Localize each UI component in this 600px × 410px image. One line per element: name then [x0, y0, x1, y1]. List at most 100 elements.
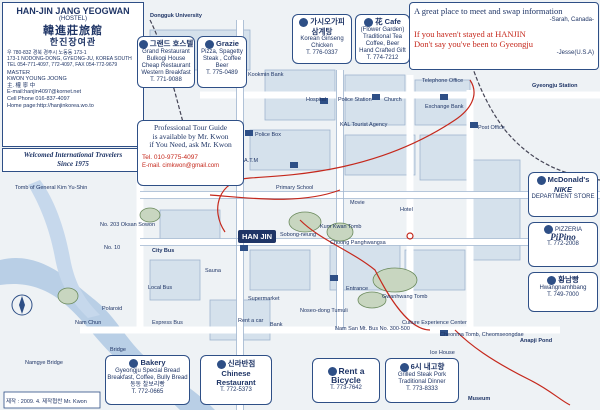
ad-samgye-line-1: Korean Ginseng [300, 35, 344, 42]
email: E-mail:hanjin4097@kornet.net [7, 89, 82, 96]
number-7-icon [547, 275, 557, 285]
ad-bicycle-title: Rent a Bicycle [331, 366, 365, 386]
testimonial-2a: If you haven't stayed at HANJIN [414, 29, 526, 39]
phone-fax: TEL 054-771-4097, 772-4097, FAX 054-772-… [7, 61, 118, 68]
label-kumkwan: Kum Kwan Tomb [320, 224, 362, 230]
ad-bakery-phone: T. 772-0665 [131, 389, 164, 396]
label-no-10: No. 10 [104, 245, 121, 251]
testimonial-2-author: -Jesse(U.S.A) [556, 50, 594, 56]
ad-bakery-line-2: Breakfast, Coffee, Bully Bread [107, 374, 188, 381]
label-museum: Museum [468, 396, 491, 402]
ad-grazie-line-3: Beer [215, 62, 229, 69]
label-bank: Bank [270, 322, 283, 328]
hostel-name: HAN-JIN JANG YEOGWAN [16, 6, 130, 16]
welcome-banner: Welcomed International Travelers Since 1… [2, 148, 144, 172]
label-gwanhwang: Gwanhwang Tomb [382, 294, 428, 300]
label-local-bus: Local Bus [148, 285, 173, 291]
guide-phone: Tel. 010-9775-4097 [142, 153, 199, 161]
label-gyeongju-station: Gyeongju Station [532, 83, 578, 89]
label-tomb-general: Tomb of General Kim Yu-Shin [15, 185, 88, 191]
ad-samgye-title-2: 삼계탕 [311, 26, 333, 36]
label-exchange: Exchange Bank [425, 104, 464, 110]
ad-grande-line-3: Cheap Restaurant [141, 62, 191, 69]
ad-naego-title: 6시 내고향 [410, 362, 445, 371]
ad-cafe-sub: (Flower Garden) [360, 26, 405, 33]
label-nam-chun: Nam Chun [75, 320, 102, 326]
label-supermarket: Supermarket [248, 296, 280, 302]
label-post: Post Office [478, 125, 505, 131]
guide-line-2: is available by Mr. Kwon [152, 131, 229, 141]
ad-sinla-line-2: Restaurant [216, 377, 256, 387]
welcome-line-2: Since 1975 [57, 160, 89, 168]
testimonial-2b: Don't say you've been to Gyeongju [414, 39, 533, 49]
ad-hwangnam: 황남빵 Hwangnamhbang T. 749-7000 [528, 272, 598, 312]
ad-mcd-title: McDonald's [547, 175, 590, 184]
label-namgye: Namgye Bridge [25, 360, 63, 366]
address-korean: 우 780-832 경북 경주시 노동동 173-1 [7, 49, 87, 56]
ad-rent-bicycle: Rent a Bicycle T. 773-7642 [312, 358, 380, 403]
ad-sinla-phone: T. 772-5373 [220, 386, 252, 393]
ad-bakery-title: Bakery [140, 358, 166, 367]
ad-samgye-title: 가시오가피 [310, 17, 345, 26]
ad-mcd-nike: NIKE [554, 184, 572, 194]
label-kal: KAL Tourist Agency [340, 122, 388, 128]
label-icehouse: Ice House [430, 350, 455, 356]
ad-grande-line-2: Bulkogi House [146, 55, 186, 62]
guide-line-3: if You Need, ask Mr. Kwon [149, 140, 232, 150]
label-atm: A.T.M [244, 158, 259, 164]
ad-grazie-line-2: Steak , Coffee [203, 55, 241, 62]
hostel-info-panel: HAN-JIN JANG YEOGWAN (HOSTEL) 韓進莊旅館 한진장여… [2, 2, 144, 147]
label-kookmin: Kookmin Bank [248, 72, 284, 78]
number-1-icon [138, 39, 148, 49]
label-movie: Movie [350, 200, 365, 206]
ad-sinla: 신라반점 Chinese Restaurant T. 772-5373 [200, 355, 272, 405]
number-5-icon [536, 175, 546, 185]
ad-pipino: PIZZERIA PiPino T. 772-2008 [528, 222, 598, 267]
label-namsan: Nam San Mt. Bus No. 300-500 [335, 326, 410, 332]
number-6-icon [543, 225, 553, 234]
testimonial-box: A great place to meet and swap informati… [409, 2, 599, 70]
ad-cafe-line-3: Hand Crafted Gift [359, 48, 406, 55]
number-4-icon [364, 17, 374, 27]
label-church: Church [384, 97, 402, 103]
ad-hwang-line-1: Hwangnamhbang [539, 284, 587, 291]
ad-grazie-phone: T. 775-0489 [206, 70, 238, 77]
number-10-icon [327, 367, 337, 377]
hostel-hanja: 韓進莊旅館 [43, 23, 103, 37]
ad-mcdonalds: McDonald's NIKE DEPARTMENT STORE [528, 172, 598, 217]
ad-samgye-line-2: Chicken [311, 42, 333, 49]
ad-pipino-brand: PIZZERIA [554, 227, 582, 234]
label-city-bus: City Bus [152, 248, 175, 254]
number-9-icon [216, 359, 226, 369]
label-primary-school: Primary School [276, 185, 314, 191]
ad-grazie-line-1: Pizza, Spagetty [201, 48, 243, 55]
homepage: Home page:http://hanjinkorea.wo.to [7, 102, 94, 109]
ad-naegohyang: 6시 내고향 Grilled Steak Pork Traditional Di… [385, 358, 459, 403]
label-hotel: Hotel [400, 207, 413, 213]
ad-grande-title: 그랜드 호스텔 [149, 39, 194, 48]
ad-pipino-phone: T. 772-2008 [547, 241, 579, 248]
label-culture: Culture Experience Center [402, 320, 467, 326]
master-name: KWON YOUNG JOONG [7, 76, 67, 83]
ad-cafe-line-2: Coffee, Beer [365, 40, 400, 47]
hostel-hangul: 한진장여관 [49, 37, 97, 48]
label-sauna: Sauna [205, 268, 221, 274]
ad-cafe-title: 花 Cafe [375, 17, 401, 26]
ad-bicycle-phone: T. 773-7642 [330, 385, 362, 392]
label-telephone: Telephone Office [422, 78, 464, 84]
label-dongguk: Dongguk University [150, 13, 202, 19]
ad-hwang-title: 황남빵 [558, 275, 579, 284]
ad-bakery-line-3: 동동 찰보리빵 [130, 381, 165, 388]
label-police-box: Police Box [255, 132, 281, 138]
hostel-type: (HOSTEL) [58, 16, 87, 22]
label-bridge: Bridge [110, 347, 126, 353]
ad-bakery: Bakery Gyeongju Special Bread Breakfast,… [105, 355, 190, 405]
ad-cafe-phone: T. 774-7212 [366, 55, 399, 62]
ad-naego-phone: T. 773-8333 [406, 385, 438, 392]
master-name-korean: 主. 權 寧 中 [7, 82, 36, 89]
ad-bakery-line-1: Gyeongju Special Bread [115, 367, 180, 374]
label-anapji: Anapji Pond [520, 338, 553, 344]
ad-samgye-phone: T. 776-0337 [306, 49, 338, 56]
cell-phone: Cell Phone 016-837-4097 [7, 95, 70, 102]
